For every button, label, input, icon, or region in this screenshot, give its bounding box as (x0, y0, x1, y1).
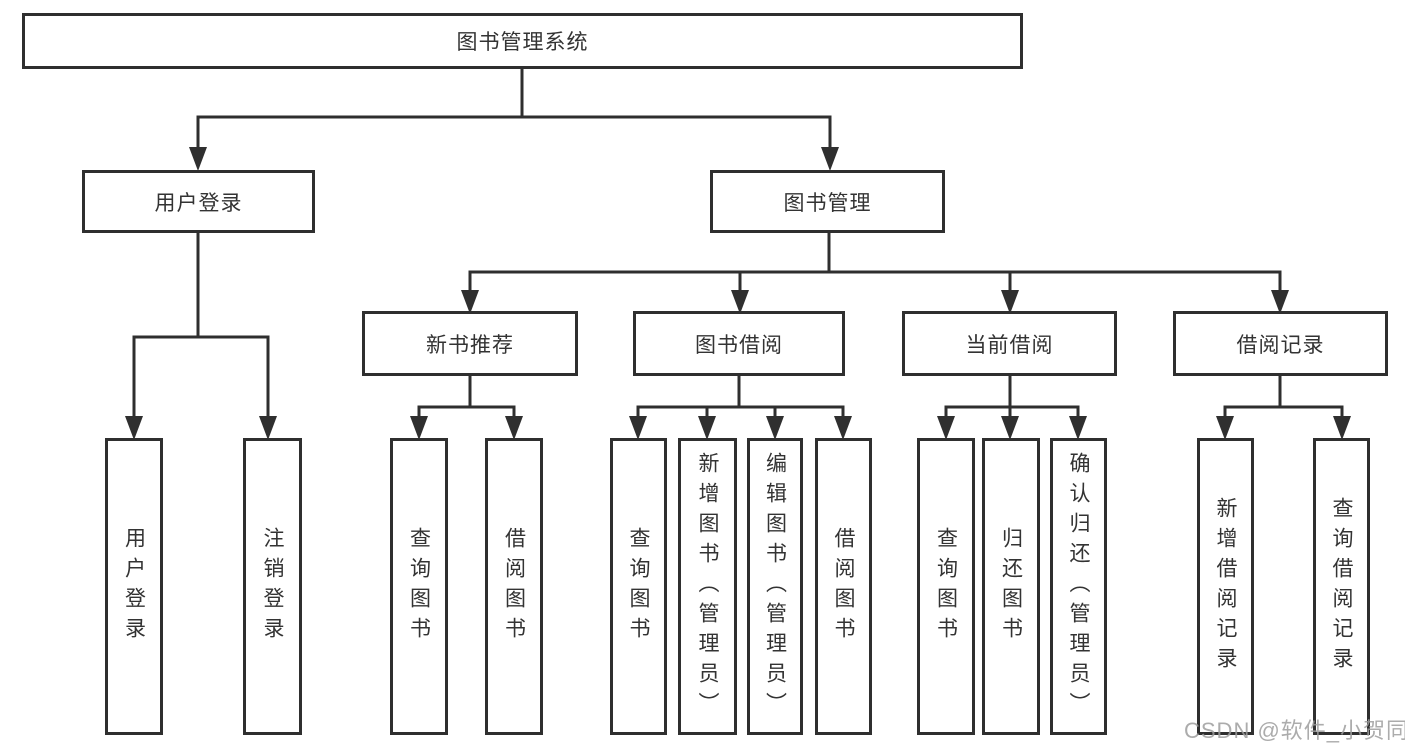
node-borrow-records: 借阅记录 (1173, 311, 1388, 376)
leaf-recommend-borrow-book: 借阅图书 (485, 438, 543, 735)
leaf-records-add-record: 新增借阅记录 (1197, 438, 1254, 735)
leaf-borrow-borrow-book: 借阅图书 (815, 438, 872, 735)
leaf-borrow-edit-book: 编辑图书（管理员） (747, 438, 803, 735)
leaf-borrow-query-book: 查询图书 (610, 438, 667, 735)
node-root: 图书管理系统 (22, 13, 1023, 69)
csdn-watermark: CSDN @软件_小贺同学 (1184, 718, 1405, 743)
node-book-management: 图书管理 (710, 170, 945, 233)
node-current-borrow: 当前借阅 (902, 311, 1117, 376)
leaf-borrow-add-book: 新增图书（管理员） (678, 438, 737, 735)
leaf-current-return-book: 归还图书 (982, 438, 1040, 735)
node-book-borrow: 图书借阅 (633, 311, 845, 376)
leaf-recommend-query-book: 查询图书 (390, 438, 448, 735)
node-user-login: 用户登录 (82, 170, 315, 233)
leaf-current-query-book: 查询图书 (917, 438, 975, 735)
leaf-user-login: 用户登录 (105, 438, 163, 735)
leaf-records-query-record: 查询借阅记录 (1313, 438, 1370, 735)
leaf-current-confirm-return: 确认归还（管理员） (1050, 438, 1107, 735)
leaf-logout: 注销登录 (243, 438, 302, 735)
node-new-book-recommend: 新书推荐 (362, 311, 578, 376)
